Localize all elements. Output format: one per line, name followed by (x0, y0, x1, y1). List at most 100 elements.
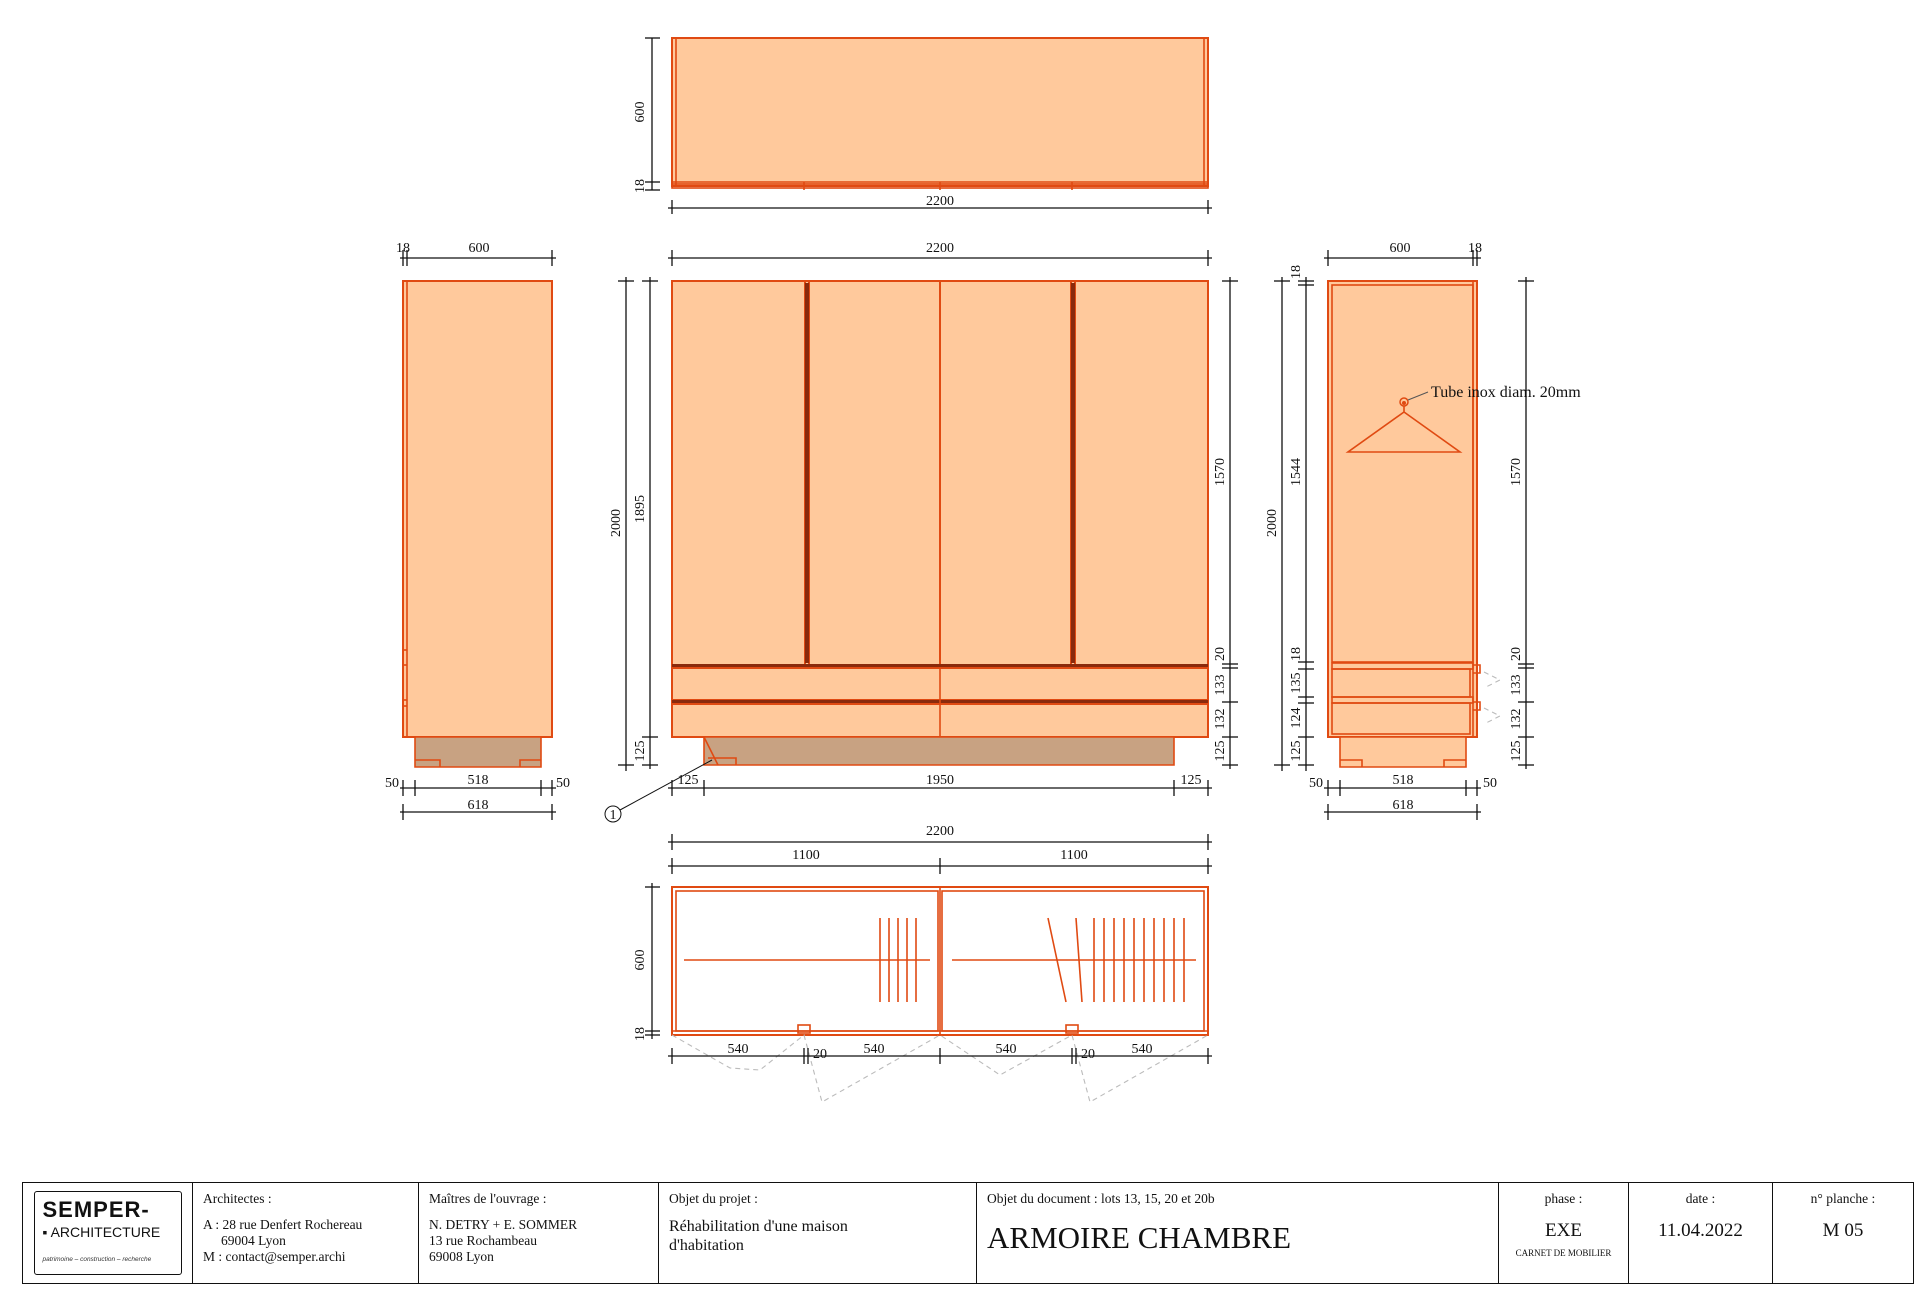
left-side-elevation: 18 600 50 518 50 618 (385, 241, 570, 820)
architects-email: M : contact@semper.archi (203, 1249, 346, 1264)
project-cell: Objet du projet : Réhabilitation d'une m… (659, 1183, 977, 1283)
sheet-cell: n° planche : M 05 (1773, 1183, 1913, 1283)
owners-cell: Maîtres de l'ouvrage : N. DETRY + E. SOM… (419, 1183, 659, 1283)
dim-plan-door-b: 540 (864, 1042, 885, 1057)
dim-left-inset-l: 50 (385, 776, 399, 791)
logo-tagline: patrimoine – construction – recherche (42, 1256, 152, 1263)
project-label: Objet du projet : (669, 1191, 758, 1206)
dim-front-gap-1: 20 (1213, 647, 1228, 661)
dim-front-door-height: 1895 (633, 495, 648, 523)
document-cell: Objet du document : lots 13, 15, 20 et 2… (977, 1183, 1499, 1283)
sheet-value: M 05 (1822, 1220, 1864, 1241)
dim-left-door: 18 (396, 241, 410, 256)
dim-front-plinth-right: 125 (1181, 773, 1202, 788)
dim-right-drawer-2: 124 (1289, 708, 1304, 729)
dim-left-inset-r: 50 (556, 776, 570, 791)
tube-note: Tube inox diam. 20mm (1431, 384, 1581, 401)
top-view: 600 18 2200 (633, 37, 1212, 214)
dim-right-door-top: 18 (1289, 265, 1304, 279)
architects-label: Architectes : (203, 1191, 272, 1206)
dim-plan-half-left: 1100 (792, 848, 819, 863)
document-title: ARMOIRE CHAMBRE (987, 1220, 1292, 1255)
dim-right-height: 2000 (1265, 509, 1280, 537)
dim-left-total: 618 (468, 798, 489, 813)
hangers-left (879, 918, 917, 1002)
door-4 (1074, 280, 1209, 666)
front-elevation: 1 (604, 241, 1238, 823)
phase-label: phase : (1544, 1191, 1583, 1206)
architects-address-2: 69004 Lyon (221, 1233, 286, 1248)
dim-front-plinth-left: 125 (678, 773, 699, 788)
dim-right-drawer-2b: 132 (1509, 709, 1524, 730)
dim-plan-door-c: 540 (996, 1042, 1017, 1057)
dim-top-depth: 600 (633, 102, 648, 123)
dim-right-drawer-1b: 133 (1509, 675, 1524, 696)
dim-plan-half-right: 1100 (1060, 848, 1087, 863)
logo-line1: SEMPER- (42, 1197, 150, 1222)
dim-right-depth: 600 (1390, 241, 1411, 256)
coat-hanger-icon (1345, 391, 1463, 453)
dim-front-drawer-2: 132 (1213, 709, 1228, 730)
dim-front-plinth-height: 125 (633, 741, 648, 762)
dim-plan-door-d: 540 (1132, 1042, 1153, 1057)
date-label: date : (1685, 1191, 1716, 1206)
dim-front-upper: 1570 (1213, 458, 1228, 486)
dim-top-width: 2200 (926, 194, 954, 209)
dim-right-inset-r: 50 (1483, 776, 1497, 791)
logo-line2: ▪ ARCHITECTURE (42, 1224, 161, 1240)
top-view-dimensions (645, 37, 1212, 214)
dim-right-shelf: 18 (1289, 647, 1304, 661)
dim-plan-gap-b: 20 (1081, 1047, 1095, 1062)
dim-right-base: 125 (1509, 741, 1524, 762)
dim-right-gap-1: 20 (1509, 647, 1524, 661)
dim-front-plinth-width: 1950 (926, 773, 954, 788)
dim-plan-door-a: 540 (728, 1042, 749, 1057)
dim-front-height: 2000 (609, 509, 624, 537)
dim-right-plinth-width: 518 (1393, 773, 1414, 788)
front-plinth (703, 736, 1175, 766)
hangers-right (1047, 917, 1185, 1003)
owners-address-1: 13 rue Rochambeau (429, 1233, 537, 1248)
callout-1: 1 (610, 808, 617, 823)
technical-drawing: 600 18 2200 18 600 50 518 50 (385, 37, 1581, 1103)
dim-top-door: 18 (633, 179, 648, 193)
project-line-2: d'habitation (669, 1237, 744, 1254)
title-block: SEMPER- ▪ ARCHITECTURE patrimoine – cons… (22, 1182, 1914, 1284)
door-3 (939, 280, 1072, 666)
dim-front-base: 125 (1213, 741, 1228, 762)
architects-address-1: A : 28 rue Denfert Rochereau (203, 1217, 363, 1232)
document-label: Objet du document : lots 13, 15, 20 et 2… (987, 1191, 1215, 1206)
dim-left-plinth: 518 (468, 773, 489, 788)
date-value: 11.04.2022 (1658, 1220, 1743, 1241)
dim-right-door: 18 (1468, 241, 1482, 256)
owners-names: N. DETRY + E. SOMMER (429, 1217, 578, 1232)
sheet-label: n° planche : (1810, 1191, 1876, 1206)
dim-plan-width: 2200 (926, 824, 954, 839)
door-2 (808, 280, 941, 666)
logo-cell: SEMPER- ▪ ARCHITECTURE patrimoine – cons… (23, 1183, 193, 1283)
dim-right-upper: 1570 (1509, 458, 1524, 486)
architects-cell: Architectes : A : 28 rue Denfert Rochere… (193, 1183, 419, 1283)
right-section: Tube inox diam. 20mm (1265, 241, 1581, 820)
dim-front-drawer-1: 133 (1213, 675, 1228, 696)
dim-right-total: 618 (1393, 798, 1414, 813)
owners-label: Maîtres de l'ouvrage : (429, 1191, 547, 1206)
dim-plan-gap-a: 20 (813, 1047, 827, 1062)
phase-value: EXE (1545, 1220, 1582, 1241)
door-swing (671, 1034, 1209, 1103)
owners-address-2: 69008 Lyon (429, 1249, 494, 1264)
dim-right-drawer-1: 135 (1289, 673, 1304, 694)
date-cell: date : 11.04.2022 (1629, 1183, 1773, 1283)
semper-logo: SEMPER- ▪ ARCHITECTURE patrimoine – cons… (33, 1191, 182, 1275)
dim-right-plinth: 125 (1289, 741, 1304, 762)
dim-right-inner-height: 1544 (1289, 458, 1304, 486)
dim-plan-door: 18 (633, 1027, 648, 1041)
dim-front-width: 2200 (926, 241, 954, 256)
phase-sub: CARNET DE MOBILIER (1515, 1248, 1612, 1258)
dim-right-inset-l: 50 (1309, 776, 1323, 791)
bottom-plan: 2200 1100 1100 600 18 540 20 540 540 20 … (633, 824, 1212, 1103)
project-line-1: Réhabilitation d'une maison (669, 1218, 848, 1235)
door-1 (671, 280, 806, 666)
dim-plan-depth: 600 (633, 950, 648, 971)
dim-left-depth: 600 (469, 241, 490, 256)
